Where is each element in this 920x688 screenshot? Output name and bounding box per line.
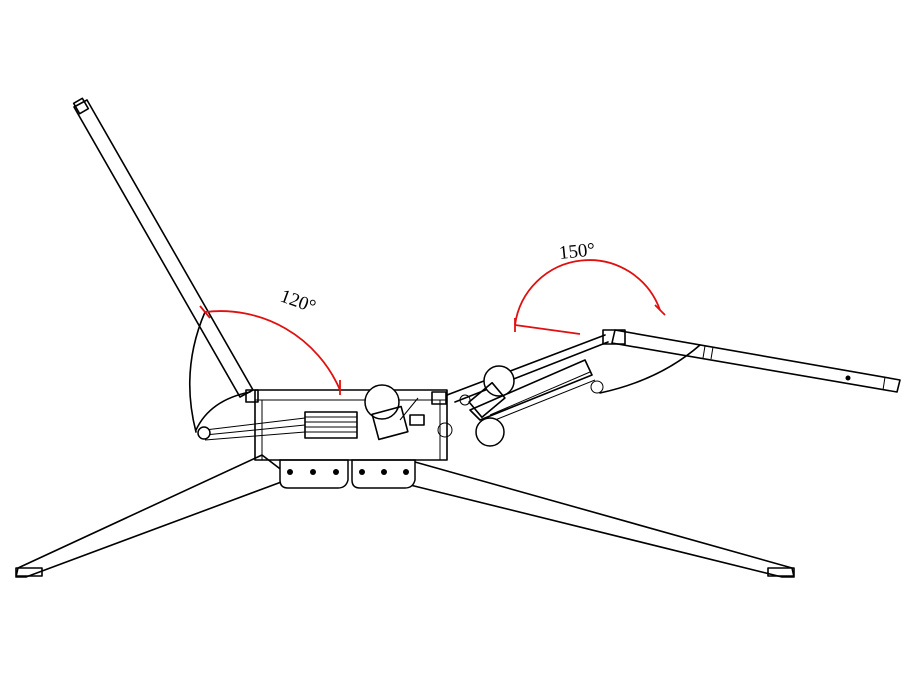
angle-label-leg: 150° bbox=[558, 239, 596, 264]
angle-marker-leg bbox=[514, 259, 666, 335]
angle-marker-back bbox=[199, 305, 341, 395]
legrest-mechanism bbox=[446, 334, 701, 447]
seat-frame bbox=[204, 384, 453, 461]
backrest bbox=[72, 97, 254, 440]
legrest bbox=[602, 329, 901, 393]
angle-label-back: 120° bbox=[277, 286, 318, 318]
mounting-plates bbox=[279, 459, 416, 489]
